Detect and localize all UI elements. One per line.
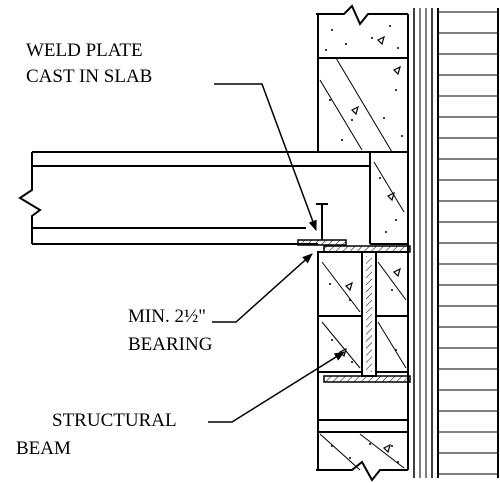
beam-label-line1: STRUCTURAL xyxy=(52,410,177,431)
cavity-lines xyxy=(413,8,433,478)
bearing-label-line1: MIN. 2½" xyxy=(128,306,206,327)
bearing-label-line2: BEARING xyxy=(128,334,213,355)
beam-label-line2: BEAM xyxy=(16,438,71,459)
slab-joist xyxy=(18,151,371,245)
weld-plate xyxy=(297,203,347,246)
leader-lines xyxy=(208,83,345,423)
weld-plate-label-line1: WELD PLATE xyxy=(26,40,143,61)
weld-plate-label-line2: CAST IN SLAB xyxy=(26,66,152,87)
structural-beam xyxy=(323,245,411,383)
brick-veneer xyxy=(437,8,499,478)
